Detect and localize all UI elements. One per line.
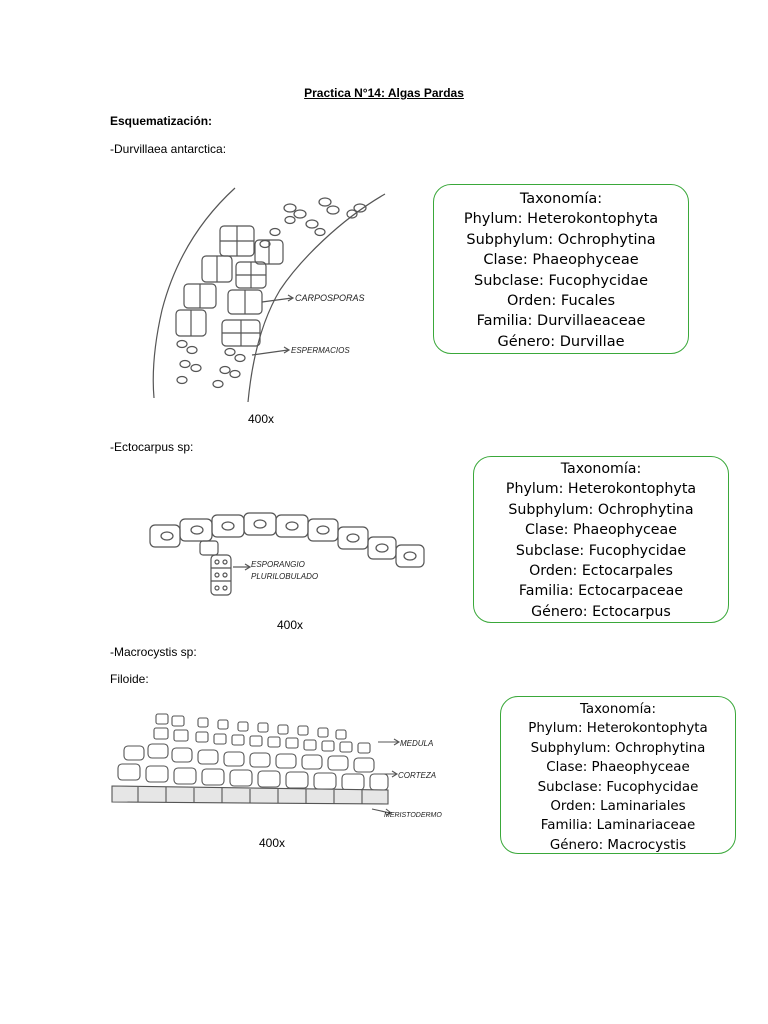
taxonomy-heading: Taxonomía: <box>560 461 642 477</box>
taxonomy-orden: Orden: Fucales <box>506 293 616 310</box>
annotation-medula: MEDULA <box>400 739 433 748</box>
taxonomy-heading: Taxonomía: <box>519 191 603 207</box>
ectocarpus-sketch: ESPORANGIO PLURILOBULADO <box>149 512 425 596</box>
taxonomy-genero: Género: Macrocystis <box>549 837 687 853</box>
taxonomy-box-ectocarpus: Taxonomía: Phylum: Heterokontophyta Subp… <box>473 456 729 623</box>
taxonomy-clase: Clase: Phaeophyceae <box>483 252 639 269</box>
taxonomy-familia: Familia: Laminariaceae <box>540 818 696 834</box>
taxonomy-subclase: Subclase: Fucophycidae <box>515 542 687 559</box>
taxonomy-familia: Familia: Durvillaeaceae <box>476 313 646 330</box>
durvillaea-sketch: CARPOSPORAS ESPERMACIOS <box>152 187 386 403</box>
specimen-sublabel-filoide: Filoide: <box>110 672 149 686</box>
specimen-label-ectocarpus: -Ectocarpus sp: <box>110 440 194 454</box>
annotation-espermacios: ESPERMACIOS <box>291 346 350 355</box>
taxonomy-familia: Familia: Ectocarpaceae <box>518 583 684 600</box>
taxonomy-genero: Género: Durvillae <box>497 333 625 350</box>
specimen-label-macrocystis: -Macrocystis sp: <box>110 645 197 659</box>
taxonomy-phylum: Phylum: Heterokontophyta <box>528 721 708 737</box>
magnification-macrocystis: 400x <box>259 836 286 850</box>
taxonomy-subphylum: Subphylum: Ochrophytina <box>508 501 694 518</box>
magnification-durvillaea: 400x <box>248 412 275 426</box>
taxonomy-phylum: Phylum: Heterokontophyta <box>463 211 659 228</box>
annotation-plurilobulado: PLURILOBULADO <box>251 572 318 581</box>
taxonomy-subphylum: Subphylum: Ochrophytina <box>530 740 706 756</box>
taxonomy-orden: Orden: Laminariales <box>550 799 686 815</box>
taxonomy-subphylum: Subphylum: Ochrophytina <box>466 231 656 248</box>
taxonomy-heading: Taxonomía: <box>579 702 657 717</box>
section-heading: Esquematización: <box>110 114 213 128</box>
page-title: Practica N°14: Algas Pardas <box>304 86 464 100</box>
taxonomy-clase: Clase: Phaeophyceae <box>546 760 690 776</box>
taxonomy-clase: Clase: Phaeophyceae <box>525 522 677 539</box>
annotation-meristodermo: MERISTODERMO <box>384 812 442 819</box>
taxonomy-orden: Orden: Ectocarpales <box>529 563 673 580</box>
annotation-esporangio: ESPORANGIO <box>251 560 305 569</box>
annotation-corteza: CORTEZA <box>398 771 436 780</box>
magnification-ectocarpus: 400x <box>277 618 304 632</box>
macrocystis-sketch: MEDULA CORTEZA MERISTODERMO <box>111 713 442 819</box>
specimen-label-durvillaea: -Durvillaea antarctica: <box>110 142 227 156</box>
taxonomy-phylum: Phylum: Heterokontophyta <box>505 481 697 498</box>
annotation-carposporas: CARPOSPORAS <box>295 293 365 303</box>
taxonomy-genero: Género: Ectocarpus <box>531 603 671 620</box>
taxonomy-subclase: Subclase: Fucophycidae <box>473 272 649 289</box>
taxonomy-subclase: Subclase: Fucophycidae <box>537 779 699 795</box>
taxonomy-box-macrocystis: Taxonomía: Phylum: Heterokontophyta Subp… <box>500 696 736 854</box>
taxonomy-box-durvillaea: Taxonomía: Phylum: Heterokontophyta Subp… <box>433 184 689 354</box>
